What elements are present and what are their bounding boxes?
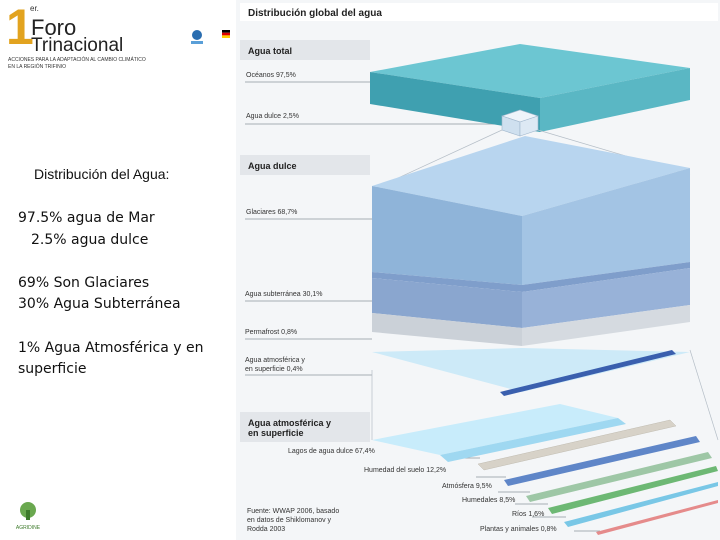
glacier-right [522,168,690,285]
diagram-title: Distribución global del agua [248,8,382,19]
section-total-label: Agua total [248,46,292,56]
side-line-mar: 97.5% agua de Mar [18,210,155,226]
section-bar-atmos [240,412,370,442]
label-plantas: Plantas y animales 0,8% [480,526,557,533]
glacier-top [372,136,690,216]
lakes-sheet-edge [440,418,626,462]
atmosphere-band [504,436,700,486]
label-rios: Ríos 1,6% [512,511,545,518]
groundwater-top [372,262,690,292]
logo-tagline: Acciones para la adaptación al cambio cl… [8,57,168,71]
label-subterranea: Agua subterránea 30,1% [245,291,323,298]
logo-line-2: Trinacional [31,35,124,56]
diagram-title-bar [240,3,718,21]
source-line-1: Fuente: WWAP 2006, basado [247,508,340,515]
label-glaciares: Glaciares 68,7% [246,209,298,216]
source-line-3: Rodda 2003 [247,526,286,533]
permafrost-left [372,313,522,346]
side-line-glaciares: 69% Son Glaciares [18,275,150,291]
label-lagos: Lagos de agua dulce 67,4% [288,448,375,455]
source-line-2: en datos de Shiklomanov y [247,517,332,524]
rivers-band [548,466,718,514]
wetlands-band [526,452,712,502]
ocean-slab-left [370,72,540,132]
side-title: Distribución del Agua: [34,166,170,182]
agridine-logo-icon: AGRIDINE [10,497,46,533]
label-oceanos: Océanos 97,5% [246,72,296,79]
section-bar-total [240,40,370,60]
water-distribution-diagram [236,0,720,540]
side-line-subterranea: 30% Agua Subterránea [18,296,181,312]
ocean-slab-top [370,44,690,98]
label-permafrost: Permafrost 0,8% [245,329,298,336]
label-agua-dulce: Agua dulce 2,5% [246,113,299,120]
soil-moisture-band [477,419,677,471]
label-atmos-1: Agua atmosférica y [245,357,305,364]
section-bar-dulce [240,155,370,175]
leader-lines [245,81,600,532]
diagram-source: Fuente: WWAP 2006, basado en datos de Sh… [247,507,339,534]
permafrost-right [522,305,690,346]
logo-number: 1 [6,0,34,55]
atmos-thin-slab [372,348,690,392]
flag-icon [222,30,230,38]
partner-logo-icon [191,30,203,44]
label-atmos-2: en superficie 0,4% [245,366,303,373]
side-line-superficie: superficie [18,361,87,377]
plants-band [564,482,718,527]
label-humedales: Humedales 8,5% [462,497,516,504]
logo-line-1: Foro [31,15,77,40]
side-line-dulce: 2.5% agua dulce [31,232,149,248]
label-atmosfera: Atmósfera 9,5% [442,483,492,490]
groundwater-left [372,278,522,328]
section-atmos-label-1: Agua atmosférica y [248,418,332,428]
plants-band-red [596,500,718,535]
logo-tagline-2: en la región Trifinio [8,64,66,70]
atmos-thin-line [500,350,676,396]
section-atmos-label-2: en superficie [248,428,304,438]
section-dulce-label: Agua dulce [248,161,297,171]
glacier-left [372,186,522,285]
label-humedad: Humedad del suelo 12,2% [364,467,447,474]
side-line-atmosferica: 1% Agua Atmosférica y en [18,340,204,356]
agridine-logo-text: AGRIDINE [16,525,41,531]
lakes-sheet [372,404,618,455]
logo-superscript: er. [30,4,39,13]
groundwater-right [522,268,690,328]
logo-tagline-1: Acciones para la adaptación al cambio cl… [8,57,146,63]
ocean-slab-right [540,68,690,132]
